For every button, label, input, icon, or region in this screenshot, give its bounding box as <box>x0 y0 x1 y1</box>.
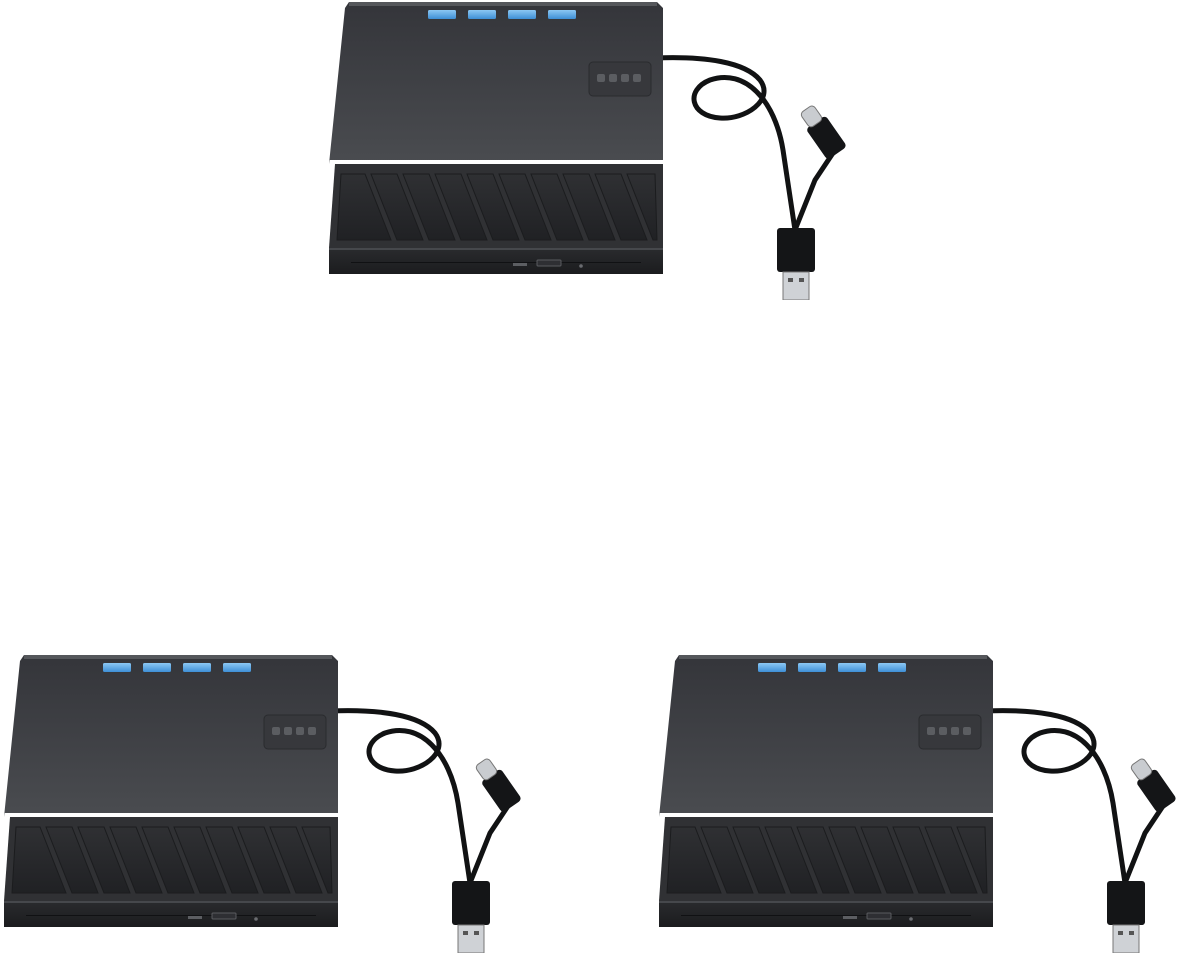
external-drive-hub-top <box>325 0 885 300</box>
external-drive-hub-image <box>655 653 1200 953</box>
external-drive-hub-image <box>0 653 560 953</box>
external-drive-hub-image <box>325 0 885 300</box>
external-drive-hub-bottom-right <box>655 653 1200 953</box>
external-drive-hub-bottom-left <box>0 653 560 953</box>
